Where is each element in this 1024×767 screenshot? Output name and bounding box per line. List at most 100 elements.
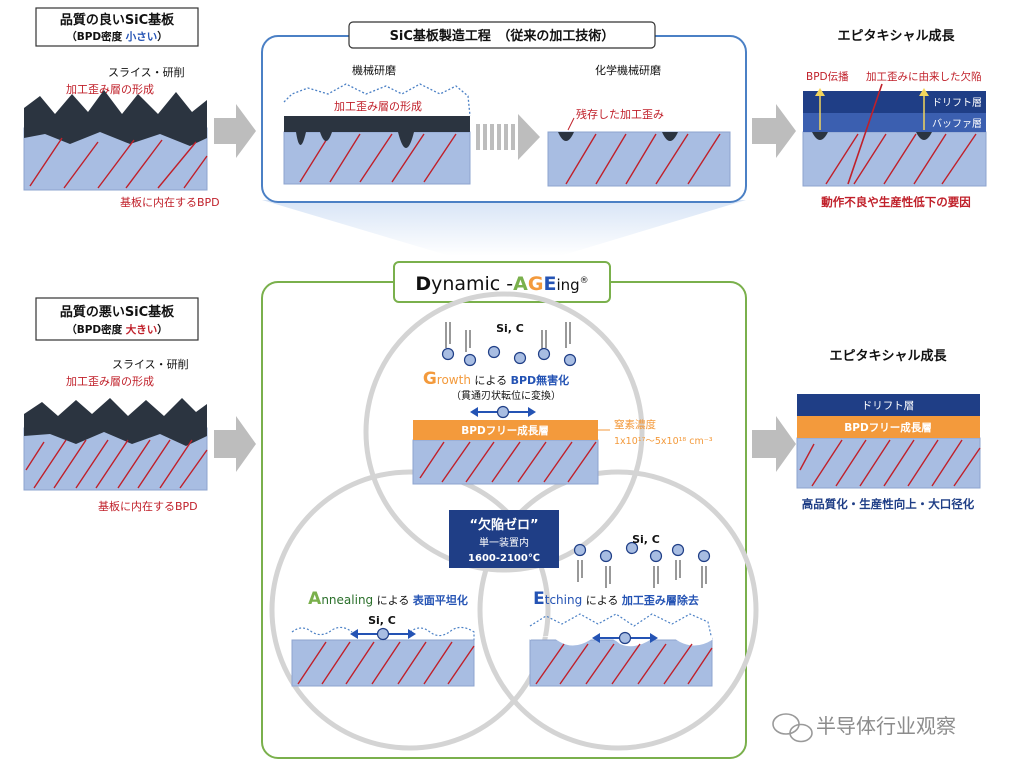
growth-bpd-free-layer <box>413 420 598 440</box>
bottom-epi-drift-layer <box>797 394 980 416</box>
good-substrate-bpd-density: （BPD密度 小さい） <box>66 30 168 43</box>
good-bpd-label: 基板に内在するBPD <box>120 195 220 209</box>
top-epi-substrate <box>802 131 987 187</box>
mech-scratch-right <box>398 132 414 148</box>
etching-arrowhead-left <box>592 633 600 643</box>
conventional-title-box <box>348 21 656 49</box>
mech-removed-outline <box>283 83 471 117</box>
arrow-conventional-to-epi <box>752 104 796 158</box>
bottom-epitaxial-panel: エピタキシャル成長 BPDフリー成長層 ドリフト層 高品質化・生産性向上・大口径… <box>796 348 981 511</box>
venn-growth-circle <box>363 291 645 573</box>
etching-bpd-lines <box>535 643 713 685</box>
top-epi-propagating-bpd <box>847 83 883 185</box>
arrow-bad-to-ageing <box>214 416 256 472</box>
bottom-epi-drift-label: ドリフト層 <box>862 400 915 412</box>
good-slice-label: スライス・研削 <box>108 65 185 79</box>
ageing-title: Dynamic -AGEing® <box>415 273 588 295</box>
etching-sic-atoms <box>577 560 707 588</box>
annealing-bpd-lines <box>297 641 475 685</box>
annealing-arrowhead-right <box>408 629 416 639</box>
bottom-epi-benefit-label: 高品質化・生産性向上・大口径化 <box>802 497 975 511</box>
chem-bpd-lines <box>565 133 721 185</box>
growth-arrowhead-right <box>528 407 536 417</box>
bottom-epi-bpd-lines <box>799 439 981 487</box>
etching-removed-outline <box>529 613 713 641</box>
etching-center-atom <box>618 631 632 645</box>
bottom-epi-bpd-free-layer <box>797 416 980 438</box>
bad-substrate-title-box <box>35 297 199 341</box>
growth-heading: Growth による BPD無害化 <box>423 369 569 389</box>
mech-scratch-left <box>296 132 306 145</box>
nitrogen-label: 窒素濃度 <box>614 418 656 431</box>
mech-bpd-lines <box>299 133 457 183</box>
top-epi-drift-layer <box>803 91 986 113</box>
growth-center-atom <box>496 405 510 419</box>
good-substrate-title: 品質の良いSiC基板 <box>60 12 175 28</box>
growth-sic-atoms <box>445 322 571 352</box>
top-epi-bpd-propagation-label: BPD伝播 <box>806 70 849 83</box>
growth-arrowhead-left <box>470 407 478 417</box>
chem-residual-pit-left <box>558 132 574 141</box>
chem-polish-label: 化学機械研磨 <box>595 63 661 77</box>
bad-substrate-panel: 品質の悪いSiC基板 （BPD密度 大きい） スライス・研削 加工歪み層の形成 … <box>23 297 208 513</box>
top-epi-bpd-lines <box>825 133 977 185</box>
annealing-substrate <box>291 639 475 687</box>
annealing-center-atom <box>376 627 390 641</box>
striped-arrow <box>476 114 540 160</box>
venn-annealing-circle <box>269 469 551 751</box>
defect-zero-title: “欠陥ゼロ” <box>469 517 538 533</box>
growth-sic-label: Si, C <box>496 322 524 335</box>
good-substrate-panel: 品質の良いSiC基板 （BPD密度 小さい） スライス・研削 加工歪み層の形成 … <box>23 7 220 209</box>
annealing-removed-outline <box>291 626 475 642</box>
bottom-epi-substrate <box>796 437 981 489</box>
good-damage-label: 加工歪み層の形成 <box>66 83 154 96</box>
bad-substrate-title: 品質の悪いSiC基板 <box>60 304 175 320</box>
mech-substrate-block <box>283 131 471 185</box>
bad-damage-layer <box>24 398 207 446</box>
venn-etching-circle <box>477 469 759 751</box>
wechat-icon <box>772 713 813 743</box>
etching-substrate <box>529 639 713 687</box>
conventional-title: SiC基板製造工程 （従来の加工技術） <box>390 28 615 44</box>
growth-subtitle: （貫通刃状転位に変換） <box>451 389 561 402</box>
conventional-process-panel: SiC基板製造工程 （従来の加工技術） 機械研磨 加工歪み層の形成 化学機械研磨 <box>261 21 747 256</box>
dynamic-ageing-panel: Dynamic -AGEing® Si, C Growth による BPD無害化… <box>261 261 759 759</box>
defect-zero-box <box>449 510 559 568</box>
growth-bpd-lines <box>419 441 597 483</box>
annealing-heading: Annealing による 表面平坦化 <box>308 589 468 609</box>
mech-polish-label: 機械研磨 <box>352 63 396 77</box>
bad-bpd-label: 基板に内在するBPD <box>98 499 198 513</box>
etching-sic-label: Si, C <box>632 533 660 546</box>
top-epi-problem-label: 動作不良や生産性低下の要因 <box>821 195 971 209</box>
top-epi-drift-label: ドリフト層 <box>932 97 982 109</box>
temperature-range: 1600-2100℃ <box>468 553 540 564</box>
etching-arrowhead-right <box>650 633 658 643</box>
bad-slice-label: スライス・研削 <box>112 357 189 371</box>
chem-residual-pit-right <box>662 132 678 141</box>
bad-bpd-lines <box>25 439 208 489</box>
arrow-good-to-conventional <box>214 104 256 158</box>
top-epi-buffer-layer <box>803 113 986 132</box>
funnel-shadow <box>262 200 746 256</box>
top-epi-pit-right <box>916 132 932 140</box>
chem-substrate-block <box>547 131 731 187</box>
annealing-arrowhead-left <box>350 629 358 639</box>
mech-damage-layer <box>284 116 470 132</box>
top-epi-defect-label: 加工歪みに由来した欠陥 <box>866 70 982 83</box>
watermark: 半导体行业观察 <box>772 713 956 743</box>
ageing-title-box <box>393 261 611 303</box>
etching-heading: Etching による 加工歪み層除去 <box>533 589 699 609</box>
bottom-epi-bpd-free-label: BPDフリー成長層 <box>844 421 931 434</box>
top-epi-buffer-label: バッファ層 <box>932 118 982 130</box>
top-epi-title: エピタキシャル成長 <box>837 28 955 44</box>
bad-substrate-bpd-density: （BPD密度 大きい） <box>66 323 168 336</box>
mech-scratch-mid <box>320 132 332 141</box>
bottom-epi-title: エピタキシャル成長 <box>829 348 947 364</box>
good-substrate-title-box <box>35 7 199 47</box>
top-epi-arrowhead-right <box>919 88 929 96</box>
mech-damage-label: 加工歪み層の形成 <box>334 100 422 113</box>
nitrogen-range: 1x10¹⁷～5x10¹⁸ cm⁻³ <box>614 436 713 447</box>
top-epi-pit-left <box>812 132 828 140</box>
single-apparatus-label: 単一装置内 <box>479 536 529 549</box>
